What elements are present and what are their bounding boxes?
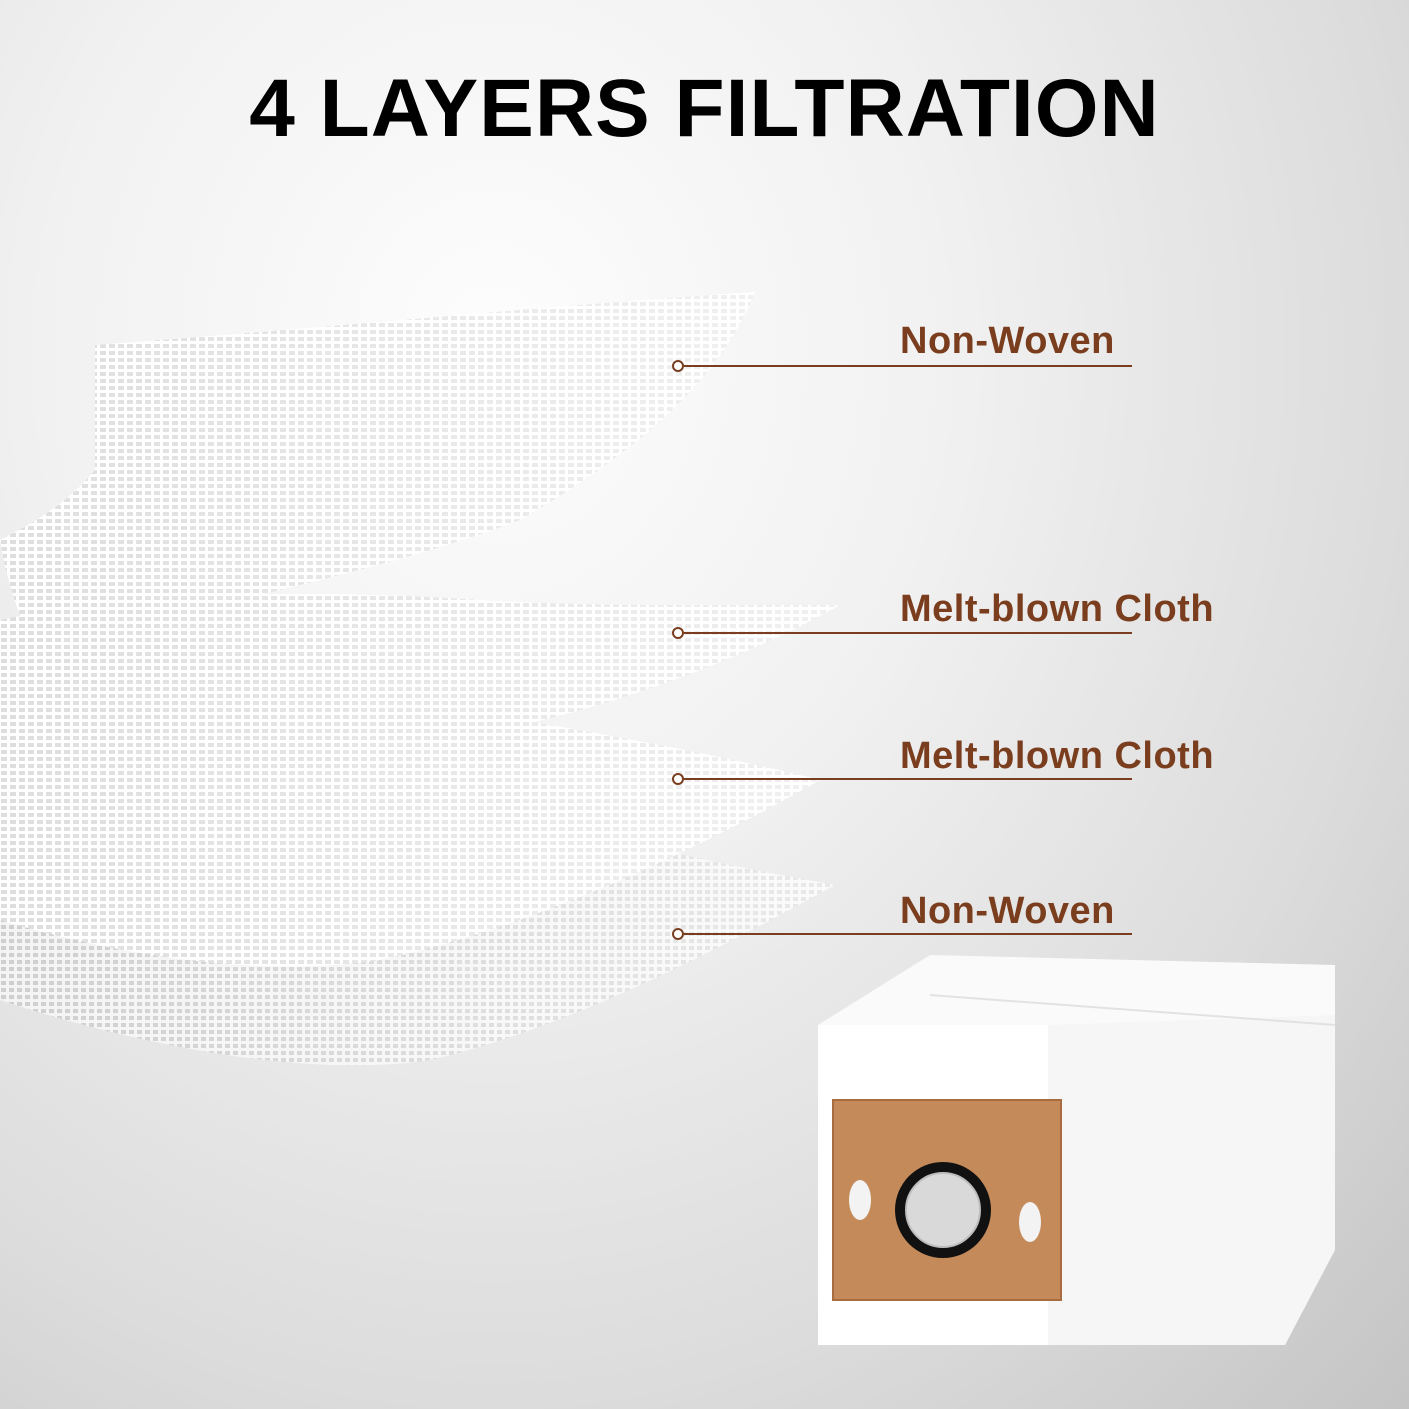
leader-dot-layer-2 (672, 627, 684, 639)
leader-dot-layer-1 (672, 360, 684, 372)
leader-line-layer-2 (684, 632, 1132, 634)
leader-dot-layer-3 (672, 773, 684, 785)
layer-label-melt-blown-2: Melt-blown Cloth (900, 735, 1215, 777)
page-title: 4 LAYERS FILTRATION (249, 63, 1160, 154)
layer-label-non-woven-bottom: Non-Woven (900, 890, 1115, 932)
leader-line-layer-1 (684, 365, 1132, 367)
layer-label-non-woven-top: Non-Woven (900, 320, 1115, 362)
leader-dot-layer-4 (672, 928, 684, 940)
dust-bag-illustration (818, 955, 1336, 1345)
layer-label-melt-blown-1: Melt-blown Cloth (900, 588, 1215, 630)
leader-line-layer-4 (684, 933, 1132, 935)
leader-line-layer-3 (684, 778, 1132, 780)
